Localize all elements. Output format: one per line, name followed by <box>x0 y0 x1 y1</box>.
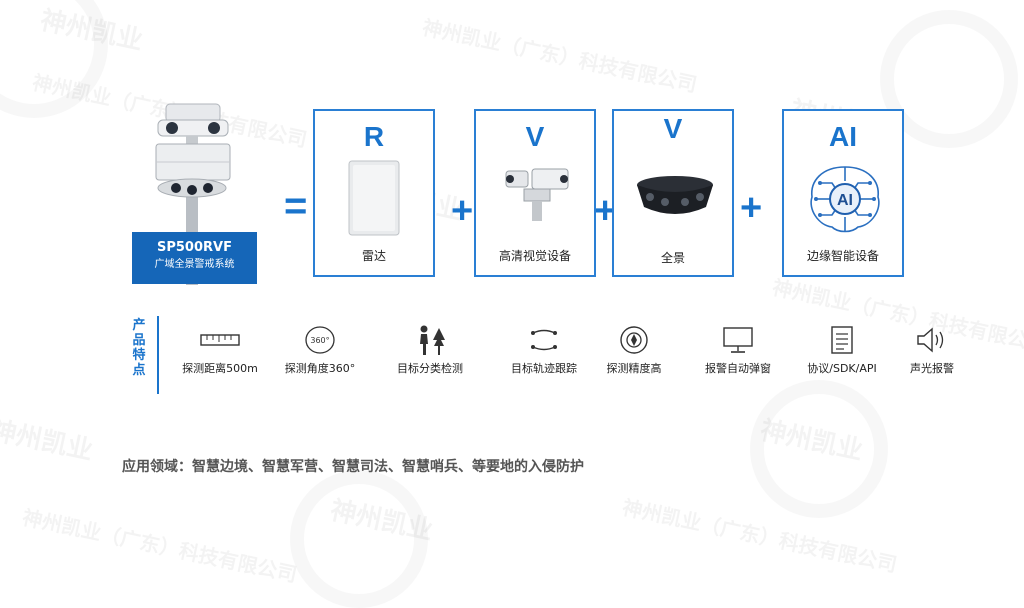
feature-item: 360° 探测角度360° <box>272 322 368 376</box>
watermark-company: 神州凯业（广东）科技有限公司 <box>420 11 700 98</box>
ai-brain-icon: AI <box>810 166 880 233</box>
watermark-logo <box>0 0 108 118</box>
svg-text:360°: 360° <box>310 336 329 345</box>
feature-label: 探测距离500m <box>182 362 258 375</box>
watermark-logo <box>290 470 428 608</box>
device-label: SP500RVF 广域全景警戒系统 <box>132 232 257 284</box>
feature-label: 探测角度360° <box>284 362 356 375</box>
ai-inner-text: AI <box>837 192 853 209</box>
sp500rvf-device-image <box>155 103 231 285</box>
feature-label: 声光报警 <box>910 362 954 375</box>
component-letter: V <box>525 121 545 152</box>
component-letter: R <box>363 121 385 152</box>
component-caption: 全景 <box>660 251 685 265</box>
features-title: 产 品 特 点 <box>132 318 146 378</box>
watermark-company: 神州凯业（广东）科技有限公司 <box>620 491 900 578</box>
track-icon <box>531 329 557 351</box>
angle-360-icon: 360° <box>305 326 335 354</box>
feature-item: 协议/SDK/API <box>794 322 890 376</box>
feature-item: 目标轨迹跟踪 <box>496 322 592 376</box>
component-caption: 雷达 <box>361 249 386 263</box>
device-model: SP500RVF <box>157 240 232 255</box>
feature-label: 报警自动弹窗 <box>705 362 771 375</box>
plus-sign: + <box>451 190 474 232</box>
feature-item: 声光报警 <box>884 322 980 376</box>
feature-item: 探测距离500m <box>172 322 268 376</box>
watermark-brand: 神州凯业 <box>327 490 436 548</box>
component-edge-ai: AI AI 边缘智能设备 <box>782 109 904 277</box>
panoramic-camera-icon <box>637 176 713 214</box>
feature-item: 报警自动弹窗 <box>690 322 786 376</box>
ptz-camera-icon <box>505 168 569 221</box>
component-caption: 边缘智能设备 <box>806 249 879 263</box>
features-divider <box>157 316 159 394</box>
monitor-icon <box>723 327 753 353</box>
ruler-icon <box>200 334 240 346</box>
person-tree-icon <box>420 325 445 355</box>
radar-panel-icon <box>348 160 400 236</box>
equals-sign: = <box>284 184 308 228</box>
speaker-icon <box>917 327 944 353</box>
component-hd-camera: V 高清视觉设备 <box>474 109 596 277</box>
plus-sign: + <box>740 187 763 229</box>
watermark-brand: 神州凯业 <box>757 410 866 468</box>
feature-item: 探测精度高 <box>586 322 682 376</box>
component-letter: V <box>663 113 683 144</box>
plus-sign: + <box>594 190 617 232</box>
component-panoramic: V 全景 <box>612 109 734 277</box>
component-radar: R 雷达 <box>313 109 435 277</box>
document-icon <box>831 326 853 354</box>
feature-label: 目标分类检测 <box>397 362 463 375</box>
watermark-logo <box>750 380 888 518</box>
feature-label: 协议/SDK/API <box>807 362 877 375</box>
watermark-brand: 神州凯业 <box>37 0 146 57</box>
component-caption: 高清视觉设备 <box>498 249 571 263</box>
feature-label: 目标轨迹跟踪 <box>511 362 577 375</box>
watermark-company: 神州凯业（广东）科技有限公司 <box>20 501 300 588</box>
watermark-brand: 神州凯业 <box>0 410 97 468</box>
component-letter: AI <box>829 121 857 152</box>
feature-label: 探测精度高 <box>606 362 662 375</box>
target-icon <box>620 326 648 354</box>
feature-item: 目标分类检测 <box>382 322 478 376</box>
application-fields: 应用领域：智慧边境、智慧军营、智慧司法、智慧哨兵、等要地的入侵防护 <box>122 459 584 475</box>
device-subtitle: 广域全景警戒系统 <box>154 259 235 270</box>
